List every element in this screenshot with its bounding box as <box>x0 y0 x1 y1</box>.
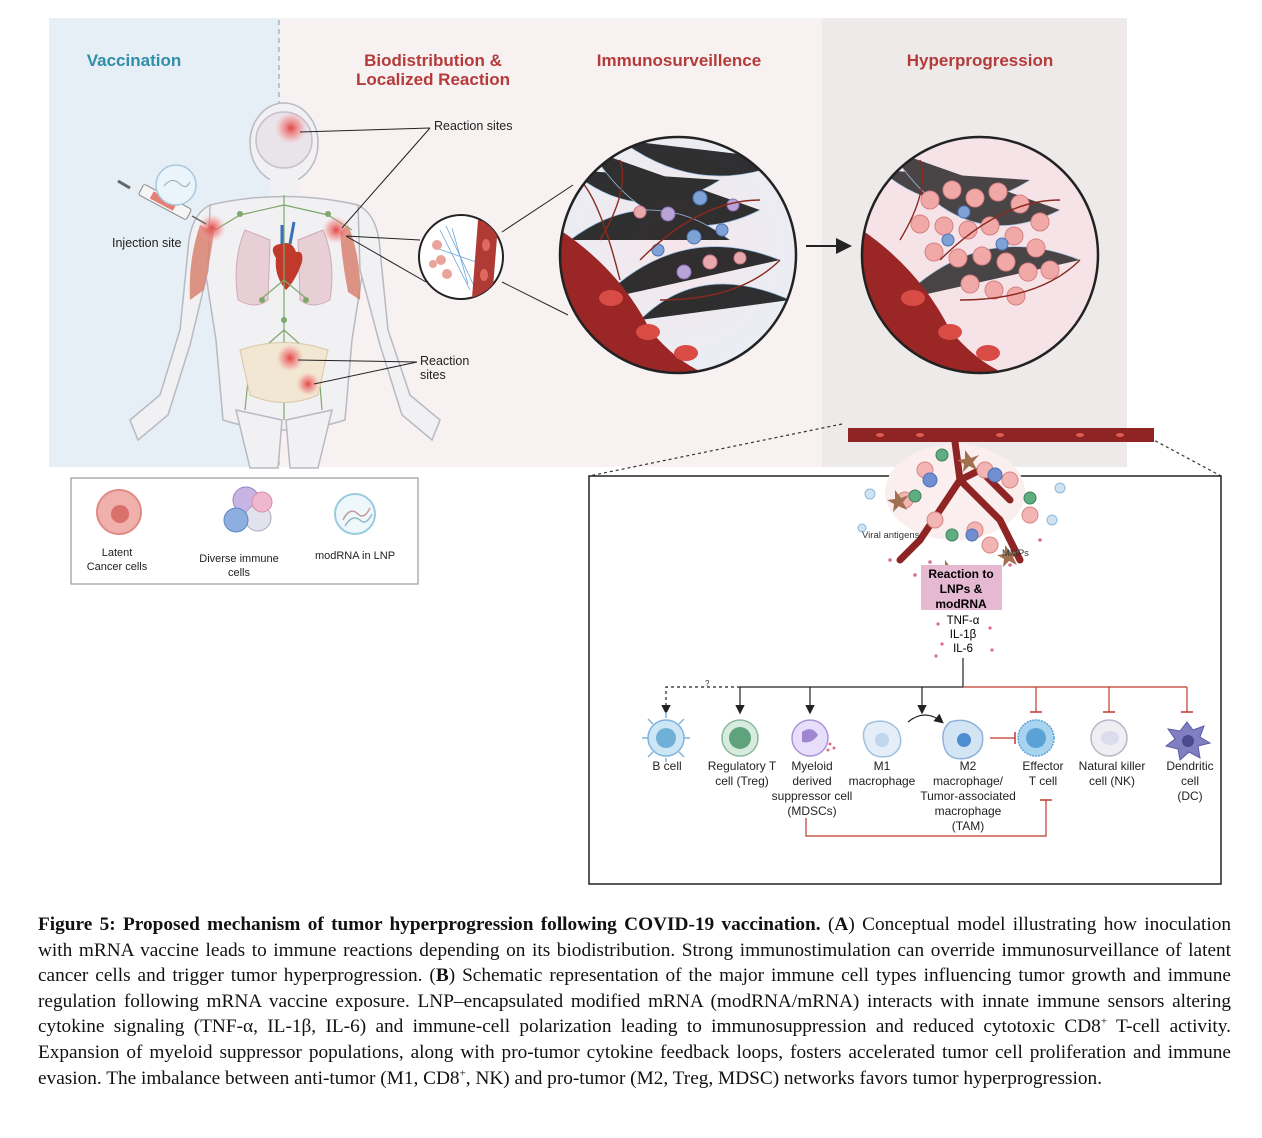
left-lung <box>235 229 271 306</box>
phase-title-vaccination: Vaccination <box>87 51 181 70</box>
label-reaction-sites-lower-1: Reaction <box>420 354 469 368</box>
dendritic-cell-icon <box>1164 721 1212 761</box>
reaction-box <box>921 565 1002 610</box>
left-arm-muscle <box>189 225 214 300</box>
cell-label-7-line-1: cell <box>1181 774 1199 788</box>
legend-label-modrna: modRNA in LNP <box>315 550 395 562</box>
legend-label-latent-2: Cancer cells <box>87 561 148 573</box>
legend-label-immune-2: cells <box>228 567 251 579</box>
leader-shoulder <box>341 127 431 229</box>
cell-label-3-line-0: M1 <box>874 759 891 773</box>
cell-label-1-line-0: Regulatory T <box>708 759 777 773</box>
cell-label-4-line-4: (TAM) <box>952 819 984 833</box>
label-reaction-sites-top: Reaction sites <box>434 119 513 133</box>
cytokine-tnf: TNF-α <box>947 615 980 627</box>
cell-label-6-line-1: cell (NK) <box>1089 774 1135 788</box>
effector-t-cell-icon <box>1017 719 1055 757</box>
cell-label-7-line-2: (DC) <box>1177 789 1202 803</box>
cell-label-5-line-0: Effector <box>1022 759 1063 773</box>
signaling-tree <box>661 658 1193 837</box>
panel-b-box <box>588 475 1222 885</box>
reaction-box-line-2: LNPs & <box>940 582 983 596</box>
cell-label-2-line-2: suppressor cell <box>772 789 853 803</box>
m2-macrophage-icon <box>942 719 984 760</box>
cell-label-7-line-0: Dendritic <box>1166 759 1213 773</box>
legend-label-immune-1: Diverse immune <box>199 553 278 565</box>
cell-label-4-line-1: macrophage/ <box>933 774 1004 788</box>
leader-abdomen <box>297 359 418 363</box>
leader-brain <box>299 127 431 133</box>
reaction-box-line-3: modRNA <box>935 597 987 611</box>
cytokine-dots <box>934 622 994 658</box>
cell-label-5-line-1: T cell <box>1029 774 1057 788</box>
legend-icon-latent-cancer-cell <box>96 489 142 535</box>
label-viral-antigens: Viral antigens <box>862 530 920 541</box>
legend-label-latent-1: Latent <box>102 547 133 559</box>
phase-title-immunosurveillence: Immunosurveillence <box>597 51 761 70</box>
zoom-dash-right <box>1149 437 1222 477</box>
cell-label-1-line-1: cell (Treg) <box>715 774 769 788</box>
zoom-line-small-1 <box>345 235 421 241</box>
caption-sup-1: + <box>1100 1015 1108 1028</box>
reaction-box-line-1: Reaction to <box>928 567 993 581</box>
caption-part-b-1: Schematic representation of the major im… <box>38 965 1231 1038</box>
reaction-spot-injection <box>198 214 226 242</box>
lnp-bubble-icon <box>155 164 197 206</box>
mdsc-cell-icon <box>791 719 836 757</box>
b-cell-icon <box>642 712 690 762</box>
legend-icon-modrna-lnp <box>334 493 376 535</box>
vessel-red-cells <box>876 433 1124 437</box>
zoom-circle-injection-content <box>429 220 498 299</box>
reaction-spot-shoulder <box>322 216 350 244</box>
caption-part-a: Conceptual model illustrating how inocul… <box>38 914 1231 987</box>
caption-part-b-label: B <box>435 965 449 987</box>
legend-icon-immune-cells <box>223 486 273 533</box>
heart <box>272 243 303 290</box>
caption-lead: Figure 5: Proposed mechanism of tumor hy… <box>38 914 821 935</box>
m1-macrophage-icon <box>862 720 902 758</box>
cell-label-4-line-2: Tumor-associated <box>920 789 1016 803</box>
cell-label-4-line-0: M2 <box>960 759 977 773</box>
leader-pelvis <box>313 361 418 385</box>
caption-part-a-label: A <box>834 914 849 935</box>
label-injection-site: Injection site <box>112 236 182 250</box>
reaction-spot-pelvis <box>296 372 320 396</box>
cell-label-2-line-1: derived <box>792 774 831 788</box>
cell-label-0-line-0: B cell <box>652 759 681 773</box>
zoom-line-small-2 <box>345 235 427 283</box>
cell-label-2-line-3: (MDSCs) <box>787 804 836 818</box>
label-question-mark: ? <box>705 679 710 688</box>
zoom-line-large-2 <box>501 281 569 316</box>
zoom-dash-left <box>588 423 843 477</box>
treg-cell-icon <box>721 719 759 757</box>
hyperprogression-circle-border <box>860 135 1100 375</box>
reaction-spot-abdomen <box>276 344 304 372</box>
cytokine-il6: IL-6 <box>953 643 973 655</box>
nk-cell-icon <box>1090 719 1128 757</box>
immunosurveillence-circle-border <box>558 135 798 375</box>
cell-label-3-line-1: macrophage <box>849 774 916 788</box>
tumor-microenvironment <box>857 438 1066 582</box>
caption-sup-2: + <box>459 1067 466 1080</box>
figure-caption: Figure 5: Proposed mechanism of tumor hy… <box>38 914 1231 1089</box>
cell-label-6-line-0: Natural killer <box>1079 759 1146 773</box>
phase-title-hyperprogression: Hyperprogression <box>907 51 1053 70</box>
caption-part-b-3: , NK) and pro-tumor (M2, Treg, MDSC) net… <box>465 1067 1103 1089</box>
cell-label-4-line-3: macrophage <box>935 804 1002 818</box>
reaction-spot-brain <box>275 112 307 144</box>
cell-label-2-line-0: Myeloid <box>791 759 832 773</box>
heart-vessels <box>280 221 296 245</box>
right-lung <box>297 229 333 306</box>
right-arm-muscle <box>340 225 361 300</box>
modrna-strand <box>163 180 191 188</box>
caption-part-b-2: T-cell activity. Expansion of myeloid su… <box>38 1016 1231 1089</box>
zoom-line-large-1 <box>501 184 574 233</box>
label-mmps: MMPs <box>1002 548 1029 559</box>
cytokine-il1b: IL-1β <box>950 629 977 641</box>
phase-title-biodistribution-1: Biodistribution & <box>364 51 502 70</box>
phase-title-biodistribution-2: Localized Reaction <box>356 70 510 89</box>
label-reaction-sites-lower-2: sites <box>420 368 446 382</box>
